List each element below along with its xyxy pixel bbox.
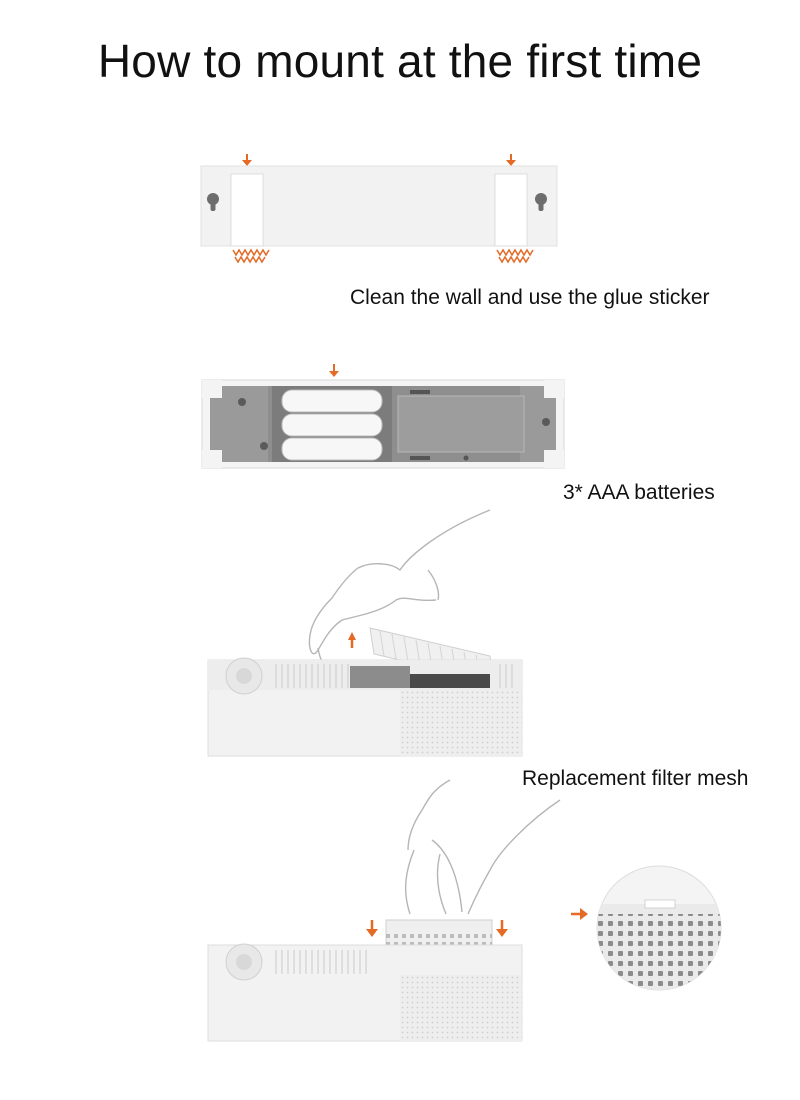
filter-detail-zoom (571, 865, 722, 991)
keyhole-icon (535, 193, 547, 211)
aaa-battery (281, 437, 383, 461)
glue-sticker-dots (232, 248, 534, 264)
down-arrow-icon (506, 154, 516, 166)
page-title: How to mount at the first time (97, 35, 703, 87)
step-caption-batteries: 3* AAA batteries (563, 481, 715, 504)
step-caption-glue: Clean the wall and use the glue sticker (350, 286, 710, 309)
down-arrow-icon (242, 154, 252, 166)
mounting-plate-illustration (200, 154, 558, 264)
down-arrow-icon (329, 364, 339, 377)
up-arrow-icon (348, 632, 356, 648)
aaa-battery (281, 389, 383, 413)
down-arrow-icon (496, 920, 508, 937)
keyhole-icon (207, 193, 219, 211)
step-caption-filter: Replacement filter mesh (522, 767, 749, 790)
battery-compartment-illustration (201, 364, 565, 469)
open-cover-illustration (207, 509, 523, 757)
speaker-grille (400, 690, 522, 756)
right-arrow-icon (571, 908, 588, 920)
hand-icon (405, 779, 561, 915)
aaa-battery (281, 413, 383, 437)
insert-filter-illustration (207, 779, 561, 1042)
down-arrow-icon (366, 920, 378, 937)
